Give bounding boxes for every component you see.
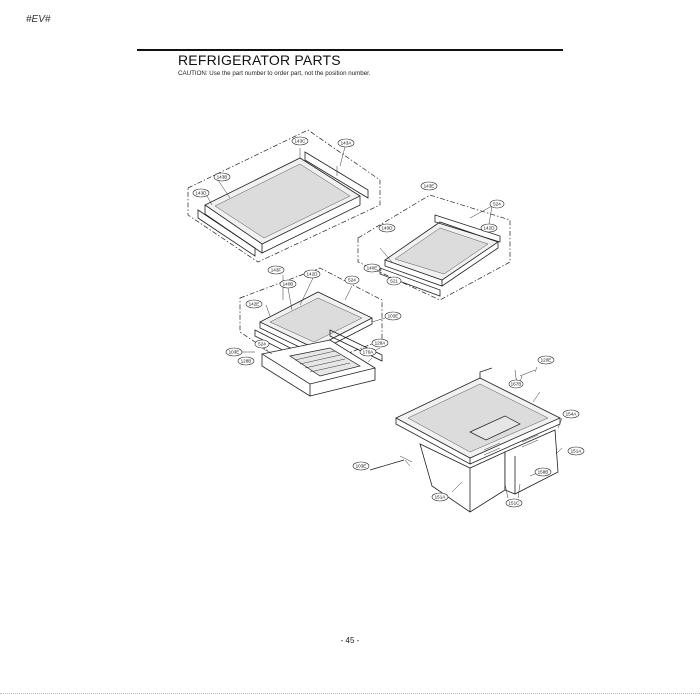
callout-badge: 143F: [267, 265, 285, 275]
caution-note: CAUTION: Use the part number to order pa…: [178, 70, 371, 77]
callout-badge: 170A: [359, 347, 377, 357]
callout-badge: 143D: [192, 188, 210, 198]
callout-label: 120E: [541, 358, 552, 363]
callout-label: 140D: [382, 226, 394, 231]
callouts-crisper-left: 143F 142D 524 140B 142E 103E 128A 170A 5…: [225, 265, 402, 366]
header-rule: [137, 49, 563, 51]
callout-badge: 142D: [480, 223, 498, 233]
callout-label: 151C: [509, 501, 521, 506]
callout-badge: 143A: [337, 138, 355, 148]
callout-badge: 151C: [505, 498, 523, 508]
callout-badge: 151A: [431, 492, 449, 502]
shelf-assembly-right: [357, 194, 511, 301]
callout-badge: 128A: [371, 338, 389, 348]
callout-badge: 524: [254, 339, 270, 349]
callout-badge: 154A: [562, 409, 580, 419]
callout-badge: 143B: [213, 172, 231, 182]
callout-badge: 128B: [237, 356, 255, 366]
callout-label: 524: [493, 202, 501, 207]
callout-badge: 142E: [245, 299, 263, 309]
callout-badge: 151A: [567, 446, 585, 456]
callout-badge: 103E: [384, 311, 402, 321]
crisper-assembly-right: [369, 366, 563, 513]
callout-label: 524: [348, 278, 356, 283]
callout-badge: 143C: [291, 136, 309, 146]
callout-label: 151A: [435, 495, 447, 500]
callout-label: 128A: [375, 341, 387, 346]
callout-label: 151A: [571, 449, 583, 454]
callout-label: 103E: [229, 350, 240, 355]
document-code: #EV#: [26, 14, 51, 25]
callout-label: 167B: [511, 382, 522, 387]
callout-label: S21: [390, 279, 399, 284]
page-bottom-edge: [0, 693, 700, 694]
callouts-shelf-right: 143E 524 140D 142D 140E S21: [363, 181, 505, 286]
callout-label: 158B: [538, 470, 549, 475]
callout-badge: S21: [386, 276, 402, 286]
callout-badge: 158B: [534, 467, 552, 477]
callout-label: 170A: [363, 350, 375, 355]
page-title: REFRIGERATOR PARTS: [178, 52, 341, 68]
callout-label: 143A: [341, 141, 353, 146]
callout-badge: 167B: [508, 379, 524, 389]
callout-label: 142E: [249, 302, 260, 307]
callout-label: 142D: [307, 272, 319, 277]
callout-label: 143E: [424, 184, 435, 189]
callout-badge: 524: [489, 199, 505, 209]
callout-label: 103E: [356, 464, 367, 469]
shelf-assembly-top: [187, 129, 381, 263]
callout-label: 143F: [271, 268, 282, 273]
callout-badge: 140D: [378, 223, 396, 233]
callout-badge: 140E: [363, 263, 381, 273]
callout-label: 140E: [367, 266, 378, 271]
callout-label: 154A: [566, 412, 578, 417]
page-number: - 45 -: [340, 636, 360, 645]
callout-label: 142D: [484, 226, 496, 231]
callout-badge: 120E: [537, 355, 555, 365]
callout-label: 143D: [196, 191, 208, 196]
callout-label: 140B: [283, 282, 294, 287]
callouts-shelf-top: 143C 143A 143B 143D: [192, 136, 355, 198]
callout-label: 143B: [217, 175, 228, 180]
callout-badge: 103E: [225, 347, 243, 357]
callout-label: 128B: [241, 359, 252, 364]
callout-badge: 140B: [279, 279, 297, 289]
crisper-assembly-left: [239, 267, 386, 397]
callout-badge: 142D: [303, 269, 321, 279]
callout-label: 103E: [388, 314, 399, 319]
callouts-crisper-right: 120E 167B 154A 151A 158B 103E 151A 151C: [352, 355, 585, 508]
callout-label: 143C: [295, 139, 307, 144]
callout-label: 524: [258, 342, 266, 347]
callout-badge: 103E: [352, 461, 370, 471]
callout-badge: 524: [344, 275, 360, 285]
callout-badge: 143E: [420, 181, 438, 191]
